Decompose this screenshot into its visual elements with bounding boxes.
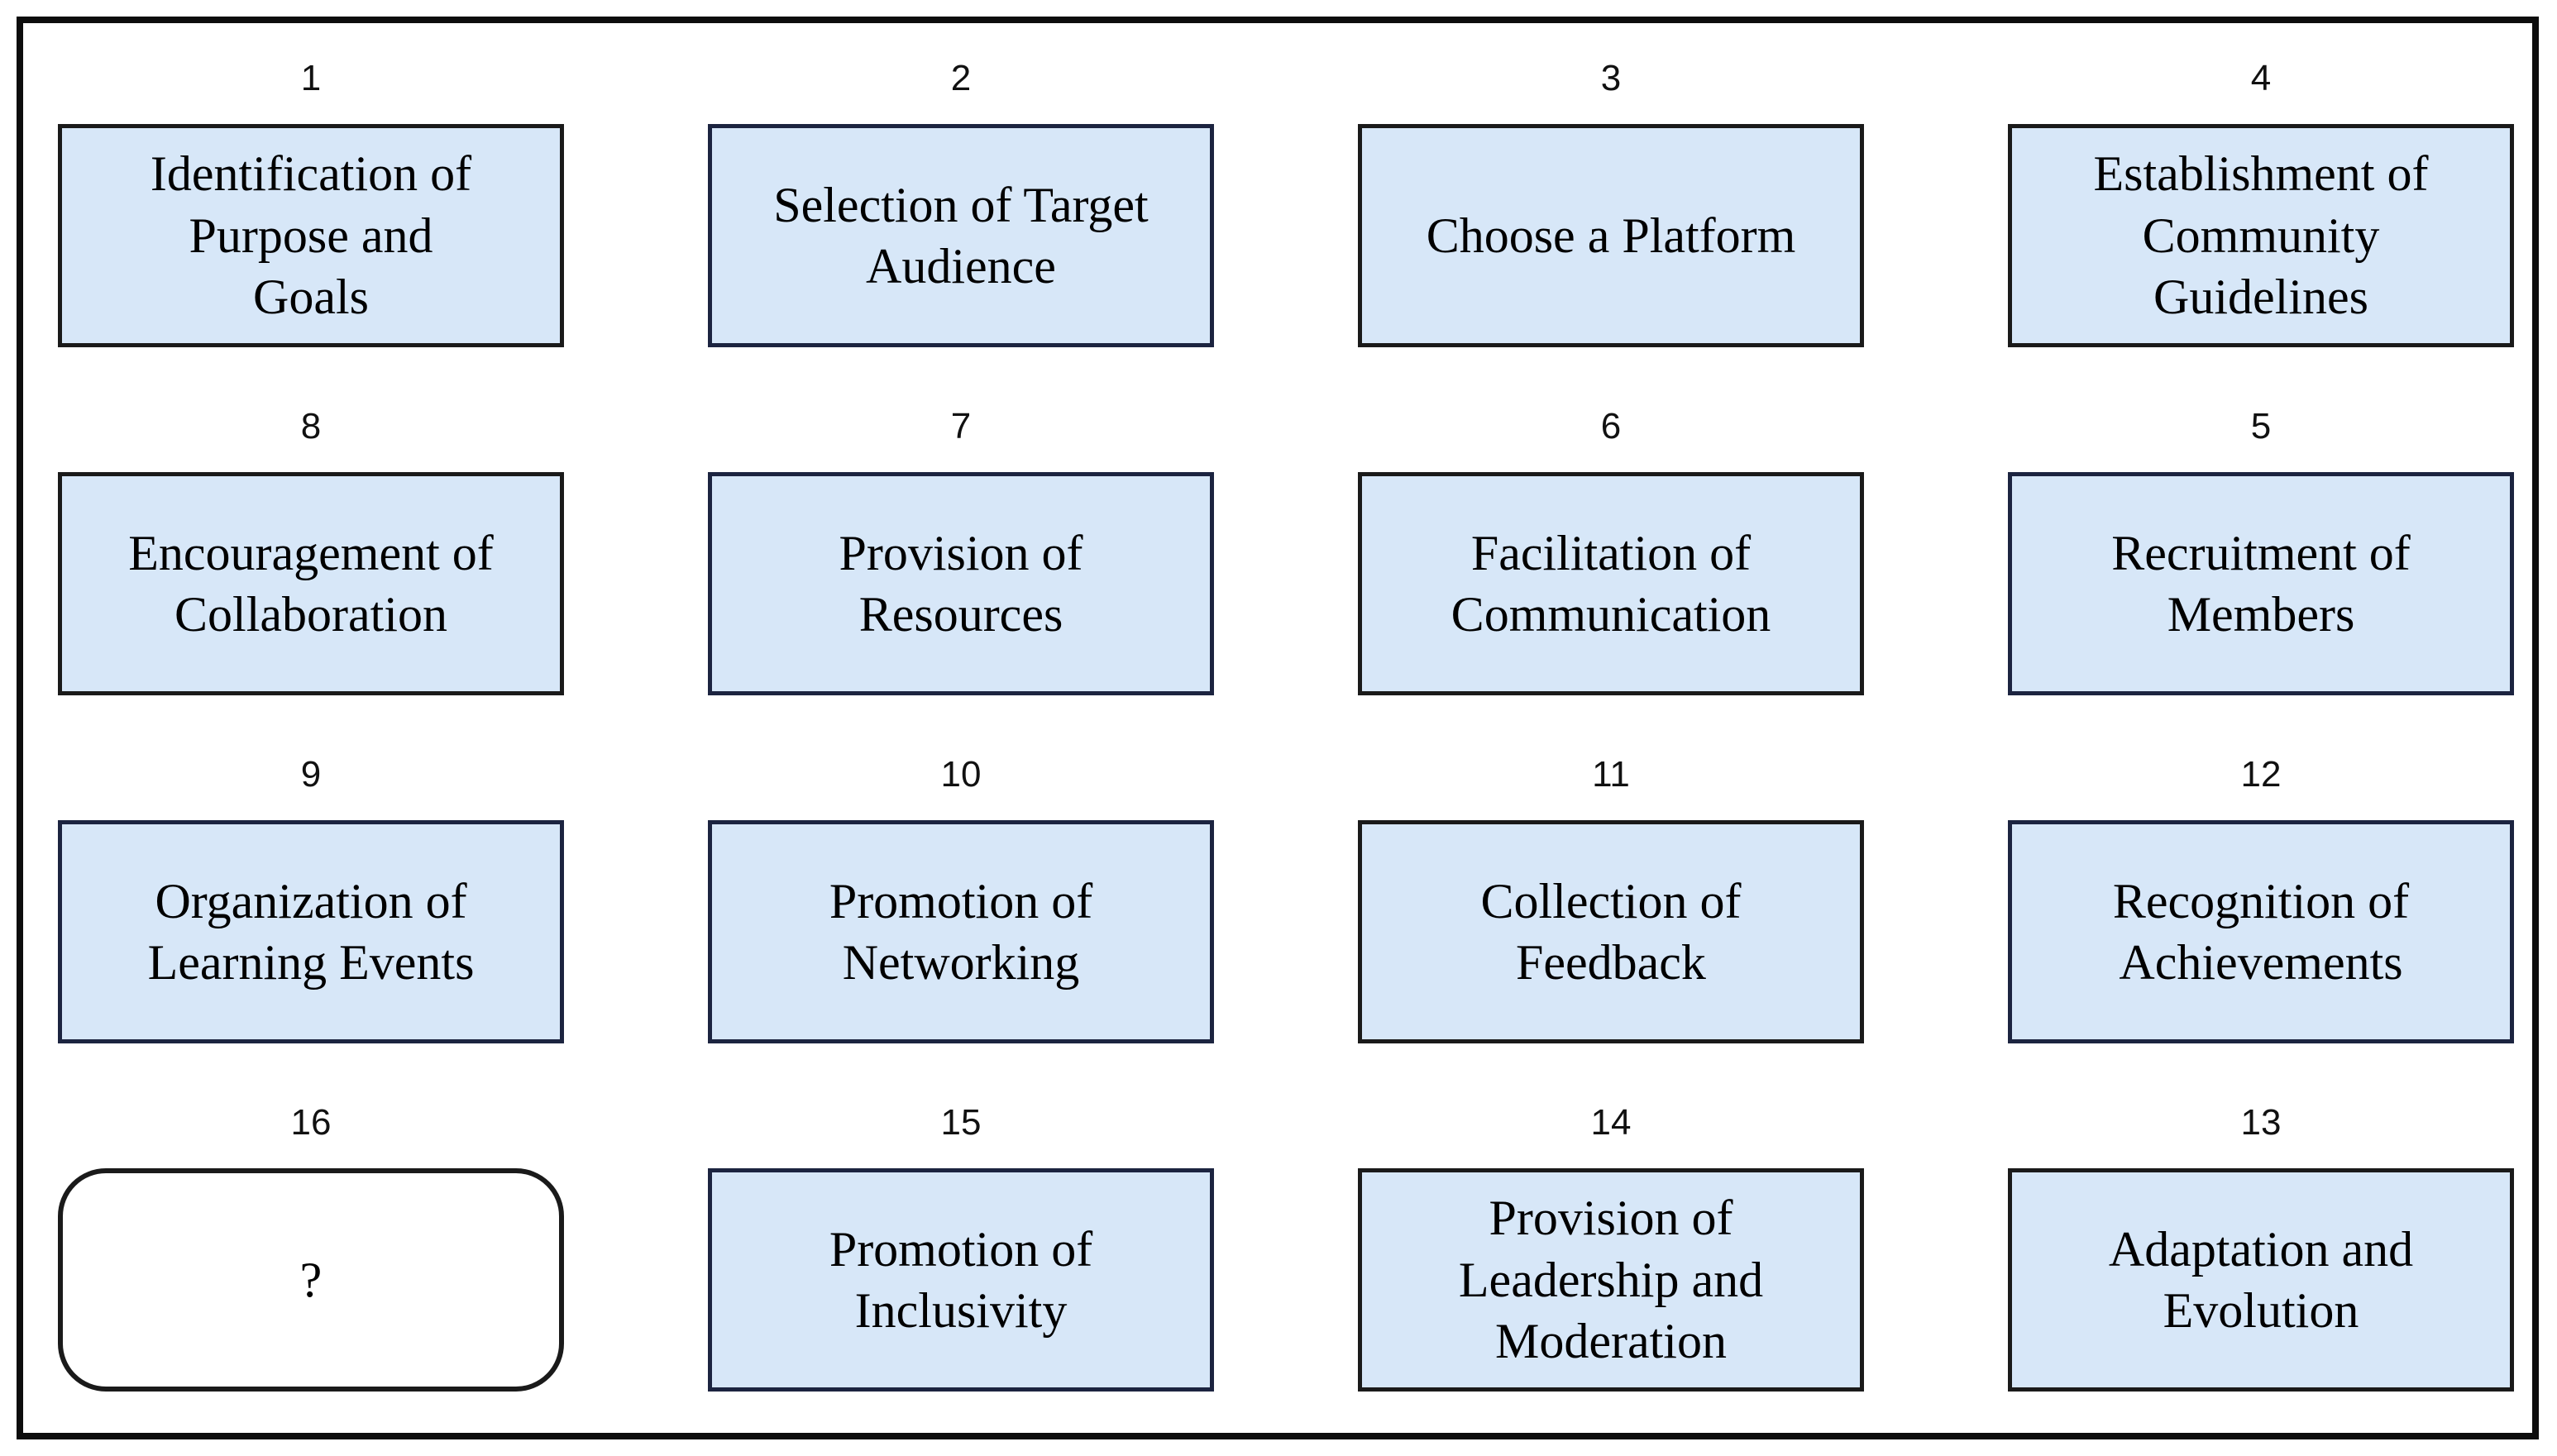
step-box: Recognition of Achievements [2008, 820, 2514, 1043]
grid-cell-step-5: 5 Recruitment of Members [2008, 408, 2514, 697]
diagram-outer-frame: 1 Identification of Purpose and Goals 2 … [17, 17, 2539, 1439]
step-number: 8 [300, 406, 322, 446]
step-number: 9 [300, 754, 322, 795]
step-box-question-mark: ? [58, 1168, 564, 1392]
step-box: Selection of Target Audience [708, 124, 1214, 347]
step-number: 1 [300, 58, 322, 98]
step-box: Establishment of Community Guidelines [2008, 124, 2514, 347]
grid-cell-step-3: 3 Choose a Platform [1358, 60, 1864, 349]
grid-cell-step-1: 1 Identification of Purpose and Goals [58, 60, 564, 349]
step-box: Identification of Purpose and Goals [58, 124, 564, 347]
steps-grid: 1 Identification of Purpose and Goals 2 … [23, 23, 2532, 1433]
step-number: 16 [290, 1102, 332, 1143]
grid-cell-step-8: 8 Encouragement of Collaboration [58, 408, 564, 697]
grid-cell-step-10: 10 Promotion of Networking [708, 756, 1214, 1045]
step-number: 10 [940, 754, 982, 795]
grid-cell-step-9: 9 Organization of Learning Events [58, 756, 564, 1045]
grid-cell-step-15: 15 Promotion of Inclusivity [708, 1104, 1214, 1393]
step-number: 14 [1590, 1102, 1632, 1143]
grid-cell-step-11: 11 Collection of Feedback [1358, 756, 1864, 1045]
step-number: 12 [2240, 754, 2282, 795]
step-number: 13 [2240, 1102, 2282, 1143]
grid-cell-step-2: 2 Selection of Target Audience [708, 60, 1214, 349]
step-number: 3 [1600, 58, 1622, 98]
step-box: Adaptation and Evolution [2008, 1168, 2514, 1392]
grid-cell-step-6: 6 Facilitation of Communication [1358, 408, 1864, 697]
step-number: 7 [950, 406, 972, 446]
step-box: Facilitation of Communication [1358, 472, 1864, 695]
step-number: 5 [2250, 406, 2272, 446]
step-box: Choose a Platform [1358, 124, 1864, 347]
step-box: Organization of Learning Events [58, 820, 564, 1043]
step-number: 11 [1592, 754, 1630, 795]
grid-cell-step-7: 7 Provision of Resources [708, 408, 1214, 697]
step-box: Provision of Leadership and Moderation [1358, 1168, 1864, 1392]
grid-cell-step-14: 14 Provision of Leadership and Moderatio… [1358, 1104, 1864, 1393]
step-number: 6 [1600, 406, 1622, 446]
step-number: 4 [2250, 58, 2272, 98]
step-box: Collection of Feedback [1358, 820, 1864, 1043]
step-box: Promotion of Inclusivity [708, 1168, 1214, 1392]
grid-cell-step-16-unknown: 16 ? [58, 1104, 564, 1393]
step-box: Promotion of Networking [708, 820, 1214, 1043]
step-box: Recruitment of Members [2008, 472, 2514, 695]
step-box: Encouragement of Collaboration [58, 472, 564, 695]
grid-cell-step-12: 12 Recognition of Achievements [2008, 756, 2514, 1045]
step-number: 15 [940, 1102, 982, 1143]
step-box: Provision of Resources [708, 472, 1214, 695]
grid-cell-step-4: 4 Establishment of Community Guidelines [2008, 60, 2514, 349]
step-number: 2 [950, 58, 972, 98]
grid-cell-step-13: 13 Adaptation and Evolution [2008, 1104, 2514, 1393]
